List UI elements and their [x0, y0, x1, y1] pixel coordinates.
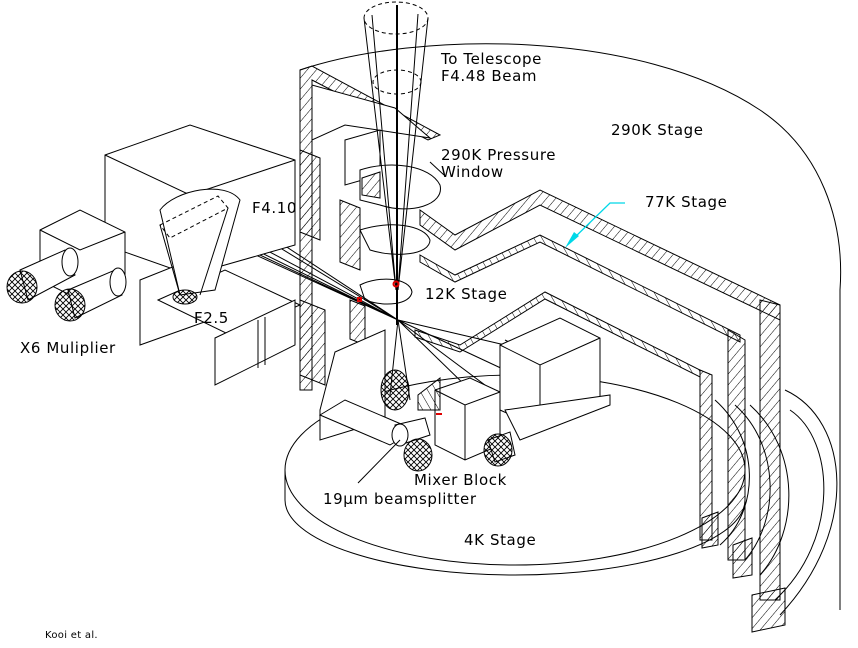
telescope-beam-label-line2: F4.48 Beam: [441, 67, 538, 85]
vacuum-wall-sections: [299, 129, 381, 386]
mixer-block-label: Mixer Block: [414, 471, 507, 489]
focal-ratio-f25-label: F2.5: [194, 309, 229, 327]
focus-markers: [357, 280, 442, 415]
stage-290k-shell: [299, 43, 842, 610]
stage-290k-label: 290K Stage: [611, 121, 704, 139]
beamsplitter-label: 19µm beamsplitter: [323, 490, 477, 508]
beam-rays: [174, 199, 516, 411]
focal-ratio-f410-label: F4.10: [252, 199, 298, 217]
telescope-beam-cone: [363, 1, 429, 325]
pressure-window-label-line2: Window: [441, 163, 504, 181]
telescope-beam-label-line1: To Telescope: [441, 50, 542, 68]
stage-12k-label: 12K Stage: [425, 285, 508, 303]
credit-label: Kooi et al.: [45, 630, 98, 641]
leader-lines: [357, 161, 625, 484]
stage-rings-cutaway: [701, 389, 838, 633]
stage-4k-label: 4K Stage: [464, 531, 537, 549]
multiplier-label: X6 Muliplier: [20, 339, 116, 357]
mixer-block-assembly: [318, 317, 611, 472]
multiplier-knobs: [6, 247, 127, 322]
pressure-window: [359, 164, 441, 305]
stage-77k-label: 77K Stage: [645, 193, 728, 211]
stage-77k-shell: [419, 189, 781, 601]
pressure-window-label-line1: 290K Pressure: [441, 146, 557, 164]
